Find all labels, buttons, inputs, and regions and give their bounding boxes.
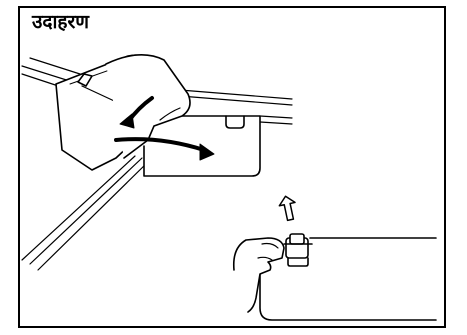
cover-removal-illustration bbox=[20, 8, 448, 330]
illustration-frame: उदाहरण bbox=[18, 6, 446, 328]
latch-detail bbox=[284, 234, 312, 266]
up-arrow-icon bbox=[278, 195, 299, 222]
hand-lower bbox=[234, 238, 284, 312]
